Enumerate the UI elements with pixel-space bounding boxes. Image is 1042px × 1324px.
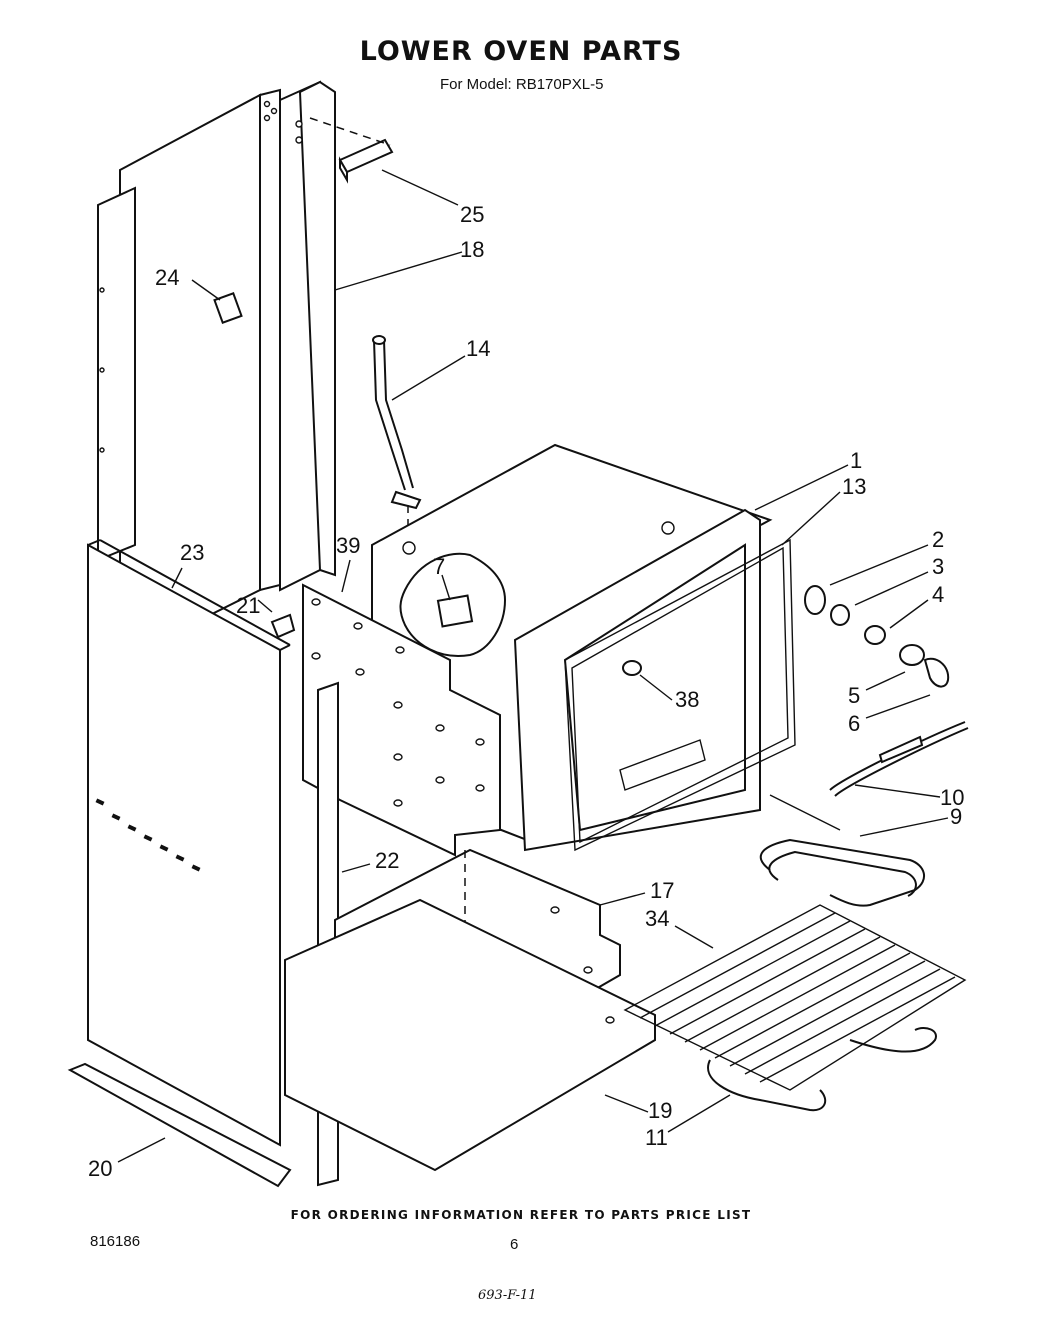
handwritten-note: 693-F-11 xyxy=(478,1288,537,1303)
part-11-bake-element xyxy=(707,1027,937,1112)
part-21-clip xyxy=(270,613,296,639)
page-number: 6 xyxy=(510,1236,519,1253)
callout-14: 14 xyxy=(466,336,490,361)
callout-9: 9 xyxy=(950,804,962,829)
part-14-tube xyxy=(372,335,422,545)
page-title: LOWER OVEN PARTS xyxy=(359,36,683,67)
part-19-lower-plate xyxy=(284,898,656,1172)
callout-5: 5 xyxy=(848,683,860,708)
callout-19: 19 xyxy=(648,1098,672,1123)
callout-11: 11 xyxy=(645,1125,668,1150)
callout-2: 2 xyxy=(932,527,944,552)
part-18-rear-channel xyxy=(97,80,336,662)
callout-20: 20 xyxy=(88,1156,112,1181)
part-39-heat-shield xyxy=(302,583,501,857)
light-assembly xyxy=(804,585,950,688)
callout-labels: 25 18 24 14 1 13 2 3 4 5 6 7 23 39 21 38… xyxy=(88,202,964,1181)
callout-1: 1 xyxy=(850,448,862,473)
callout-34: 34 xyxy=(645,906,669,931)
panel-23-slots xyxy=(95,798,201,872)
part-38-knob xyxy=(622,660,642,676)
callout-21: 21 xyxy=(236,593,260,618)
ordering-note: FOR ORDERING INFORMATION REFER TO PARTS … xyxy=(290,1208,752,1222)
model-subtitle: For Model: RB170PXL-5 xyxy=(440,76,604,93)
part-24-plate xyxy=(213,292,243,324)
callout-13: 13 xyxy=(842,474,866,499)
callout-23: 23 xyxy=(180,540,204,565)
part-34-oven-rack xyxy=(623,904,967,1091)
callout-22: 22 xyxy=(375,848,399,873)
part-23-side-panel xyxy=(87,539,291,1147)
callout-39: 39 xyxy=(336,533,360,558)
leader-lines xyxy=(117,169,949,1163)
callout-24: 24 xyxy=(155,265,179,290)
callout-10: 10 xyxy=(940,785,964,810)
document-number: 816186 xyxy=(90,1233,141,1250)
callout-18: 18 xyxy=(460,237,484,262)
callout-4: 4 xyxy=(932,582,944,607)
part-10-element xyxy=(829,721,969,797)
callout-3: 3 xyxy=(932,554,944,579)
part-20-rail xyxy=(67,1062,292,1188)
part-9-broil-element xyxy=(759,794,925,907)
callout-25: 25 xyxy=(460,202,484,227)
callout-38: 38 xyxy=(675,687,699,712)
callout-7: 7 xyxy=(433,554,445,579)
callout-6: 6 xyxy=(848,711,860,736)
part-25-terminal-block xyxy=(309,117,394,184)
callout-17: 17 xyxy=(650,878,674,903)
